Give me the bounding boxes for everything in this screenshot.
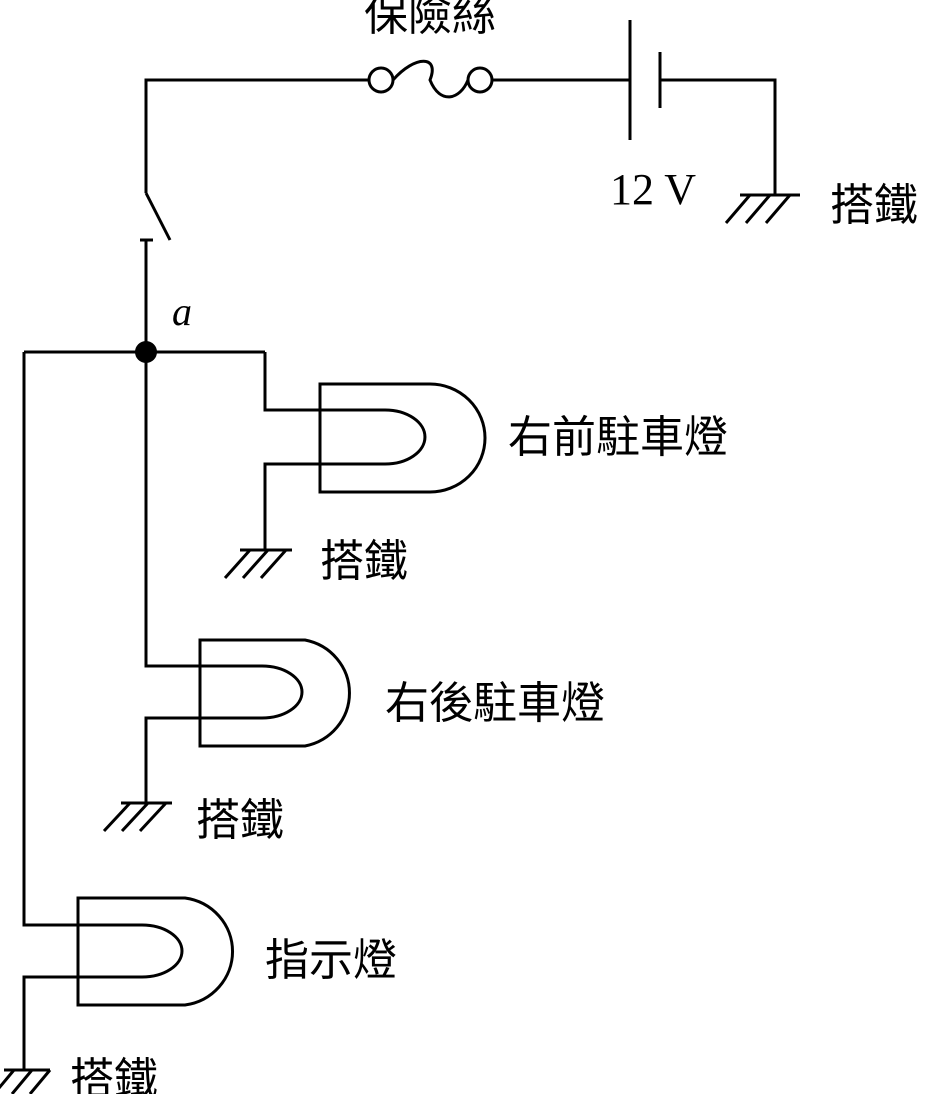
wire-front-lamp-ground bbox=[263, 462, 320, 550]
lamp-front-label: 右前駐車燈 bbox=[508, 412, 728, 463]
wire-front-lamp-in bbox=[263, 352, 320, 412]
ground-label-top: 搭鐵 bbox=[830, 180, 918, 231]
lamp-icon bbox=[198, 638, 351, 748]
lamp-icon bbox=[318, 382, 487, 494]
fuse-icon bbox=[367, 59, 494, 99]
ground-label-rear: 搭鐵 bbox=[196, 795, 284, 846]
lamp-icon bbox=[76, 896, 235, 1007]
voltage-label: 12 V bbox=[610, 165, 696, 214]
lamp-indicator-label: 指示燈 bbox=[265, 935, 397, 986]
wire-indicator-ground bbox=[22, 975, 78, 1070]
ground-icon bbox=[223, 548, 292, 579]
wire-rear-lamp-in bbox=[144, 352, 200, 668]
wire-top-left bbox=[144, 78, 368, 193]
wire-battery-ground bbox=[660, 78, 777, 195]
ground-icon bbox=[102, 801, 172, 833]
wire-indicator-in bbox=[22, 352, 78, 927]
battery-icon bbox=[628, 20, 662, 140]
ground-label-indicator: 搭鐵 bbox=[70, 1054, 158, 1094]
ground-icon bbox=[724, 193, 800, 224]
fuse-label: 保險絲 bbox=[364, 0, 496, 41]
lamp-rear-label: 右後駐車燈 bbox=[385, 678, 605, 729]
node-a-label: a bbox=[172, 289, 192, 334]
ground-icon bbox=[0, 1068, 52, 1094]
switch-icon bbox=[140, 192, 172, 242]
ground-label-front: 搭鐵 bbox=[320, 536, 408, 587]
wire-rear-lamp-ground bbox=[144, 716, 200, 803]
